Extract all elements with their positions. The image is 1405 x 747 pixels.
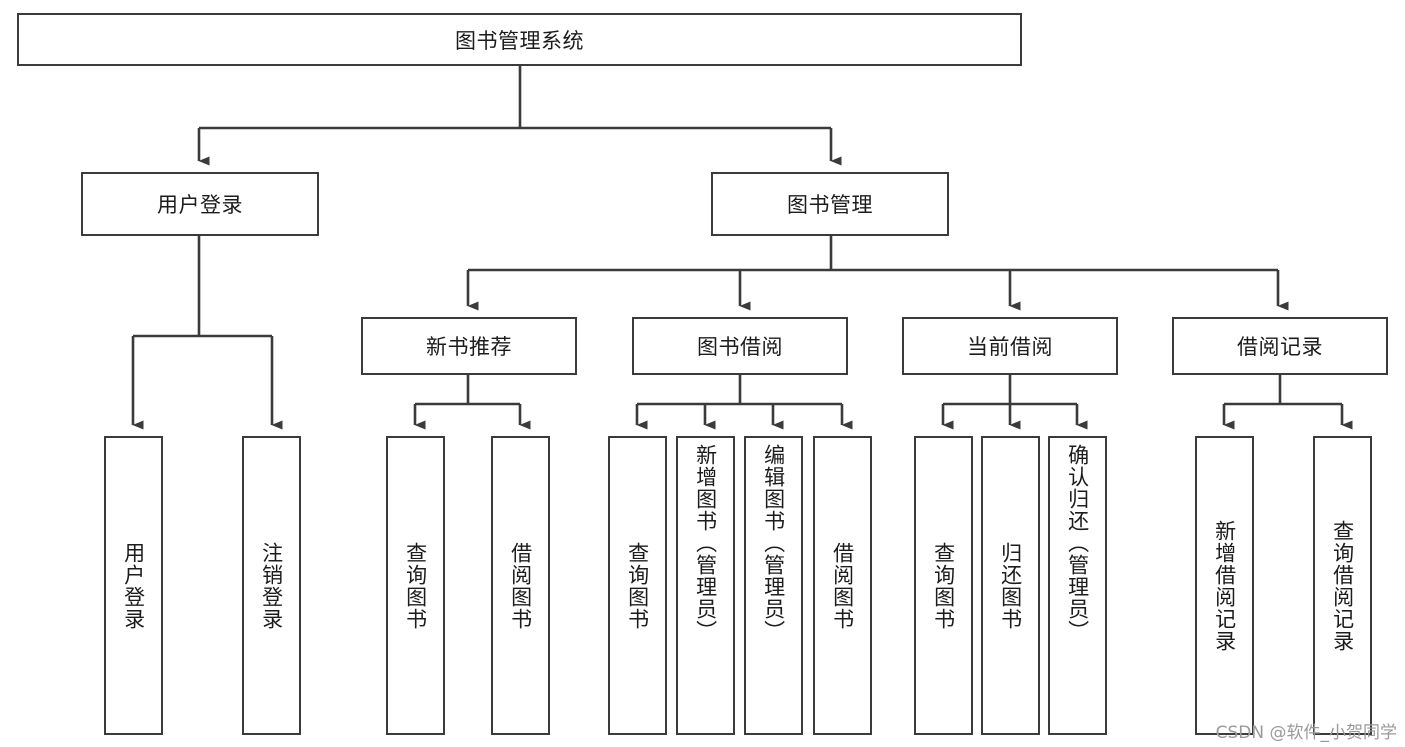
leaf-borrow-add-book-label: 新增图书（管理员） [693, 444, 718, 642]
node-book-management-label: 图书管理 [787, 193, 873, 217]
leaf-current-query-book-label: 查询图书 [931, 541, 956, 630]
node-root-system[interactable]: 图书管理系统 [17, 13, 1022, 66]
leaf-record-add-record-label: 新增借阅记录 [1212, 519, 1237, 652]
leaf-current-query-book[interactable]: 查询图书 [914, 436, 973, 735]
leaf-borrow-edit-book[interactable]: 编辑图书（管理员） [744, 436, 803, 735]
leaf-user-login-login[interactable]: 用户登录 [104, 436, 163, 735]
leaf-borrow-query-book-label: 查询图书 [625, 541, 650, 630]
node-root-system-label: 图书管理系统 [455, 28, 584, 53]
leaf-new-book-query-book[interactable]: 查询图书 [386, 436, 445, 735]
leaf-current-return-book-label: 归还图书 [998, 541, 1023, 630]
node-current-borrow-label: 当前借阅 [967, 335, 1053, 359]
leaf-user-login-login-label: 用户登录 [121, 541, 146, 630]
leaf-borrow-borrow-book[interactable]: 借阅图书 [813, 436, 872, 735]
node-user-login-label: 用户登录 [157, 193, 243, 217]
leaf-borrow-borrow-book-label: 借阅图书 [830, 541, 855, 630]
leaf-new-book-query-book-label: 查询图书 [403, 541, 428, 630]
leaf-new-book-borrow-book-label: 借阅图书 [508, 541, 533, 630]
node-borrow-record[interactable]: 借阅记录 [1172, 317, 1388, 375]
leaf-borrow-query-book[interactable]: 查询图书 [608, 436, 667, 735]
node-new-book-recommend[interactable]: 新书推荐 [361, 317, 577, 375]
leaf-new-book-borrow-book[interactable]: 借阅图书 [491, 436, 550, 735]
leaf-borrow-edit-book-label: 编辑图书（管理员） [761, 444, 786, 642]
leaf-current-confirm-return[interactable]: 确认归还（管理员） [1048, 436, 1107, 735]
node-book-management[interactable]: 图书管理 [711, 172, 949, 236]
node-new-book-recommend-label: 新书推荐 [426, 335, 512, 359]
leaf-borrow-add-book[interactable]: 新增图书（管理员） [676, 436, 735, 735]
leaf-user-login-logout-label: 注销登录 [259, 541, 284, 630]
leaf-record-query-record-label: 查询借阅记录 [1330, 519, 1355, 652]
leaf-record-add-record[interactable]: 新增借阅记录 [1195, 436, 1254, 735]
leaf-current-confirm-return-label: 确认归还（管理员） [1065, 444, 1090, 642]
node-book-borrow[interactable]: 图书借阅 [632, 317, 848, 375]
leaf-current-return-book[interactable]: 归还图书 [981, 436, 1040, 735]
node-book-borrow-label: 图书借阅 [697, 335, 783, 359]
node-user-login[interactable]: 用户登录 [81, 172, 319, 236]
node-current-borrow[interactable]: 当前借阅 [902, 317, 1118, 375]
leaf-user-login-logout[interactable]: 注销登录 [242, 436, 301, 735]
node-borrow-record-label: 借阅记录 [1237, 335, 1323, 359]
leaf-record-query-record[interactable]: 查询借阅记录 [1313, 436, 1372, 735]
